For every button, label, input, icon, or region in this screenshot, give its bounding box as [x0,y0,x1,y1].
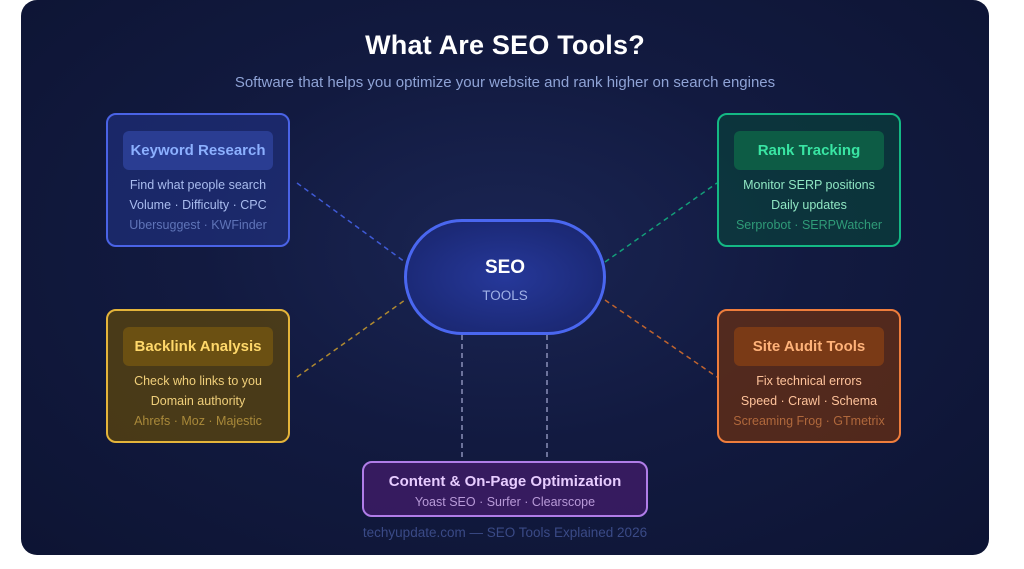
connector-rank [604,182,718,263]
footer-credit: techyupdate.com — SEO Tools Explained 20… [362,525,648,540]
card-tools: Ahrefs · Moz · Majestic [134,414,262,428]
card-title: Rank Tracking [734,131,884,170]
card-title: Content & On-Page Optimization [388,473,622,490]
connector-keyword [296,182,406,263]
card-title: Site Audit Tools [734,327,884,366]
page-title: What Are SEO Tools? [365,30,645,60]
seo-tools-hub: SEO TOOLS [404,219,606,335]
card-tools: Ubersuggest · KWFinder [129,218,267,232]
page-subtitle: Software that helps you optimize your we… [234,74,776,91]
card-tools: Serprobot · SERPWatcher [735,218,883,232]
card-title: Keyword Research [123,131,273,170]
card-line: Monitor SERP positions [743,178,875,192]
connector-audit [604,299,718,378]
card-line: Speed · Crawl · Schema [740,394,878,408]
keyword-research-card: Keyword Research Find what people search… [106,113,290,247]
backlink-analysis-card: Backlink Analysis Check who links to you… [106,309,290,443]
hub-title: SEO [484,257,526,278]
diagram-panel: What Are SEO Tools? Software that helps … [21,0,989,555]
card-line: Domain authority [150,394,246,408]
card-line: Daily updates [771,198,847,212]
card-tools: Yoast SEO · Surfer · Clearscope [414,495,596,509]
card-line: Find what people search [129,178,267,192]
connector-lines [296,182,718,461]
hub-subtitle: TOOLS [482,288,528,303]
connector-backlink [296,299,406,378]
rank-tracking-card: Rank Tracking Monitor SERP positions Dai… [717,113,901,247]
site-audit-card: Site Audit Tools Fix technical errors Sp… [717,309,901,443]
card-line: Volume · Difficulty · CPC [129,198,267,212]
content-optimization-card: Content & On-Page Optimization Yoast SEO… [362,461,648,517]
card-title: Backlink Analysis [123,327,273,366]
card-tools: Screaming Frog · GTmetrix [733,414,885,428]
card-line: Check who links to you [134,374,262,388]
card-line: Fix technical errors [756,374,862,388]
